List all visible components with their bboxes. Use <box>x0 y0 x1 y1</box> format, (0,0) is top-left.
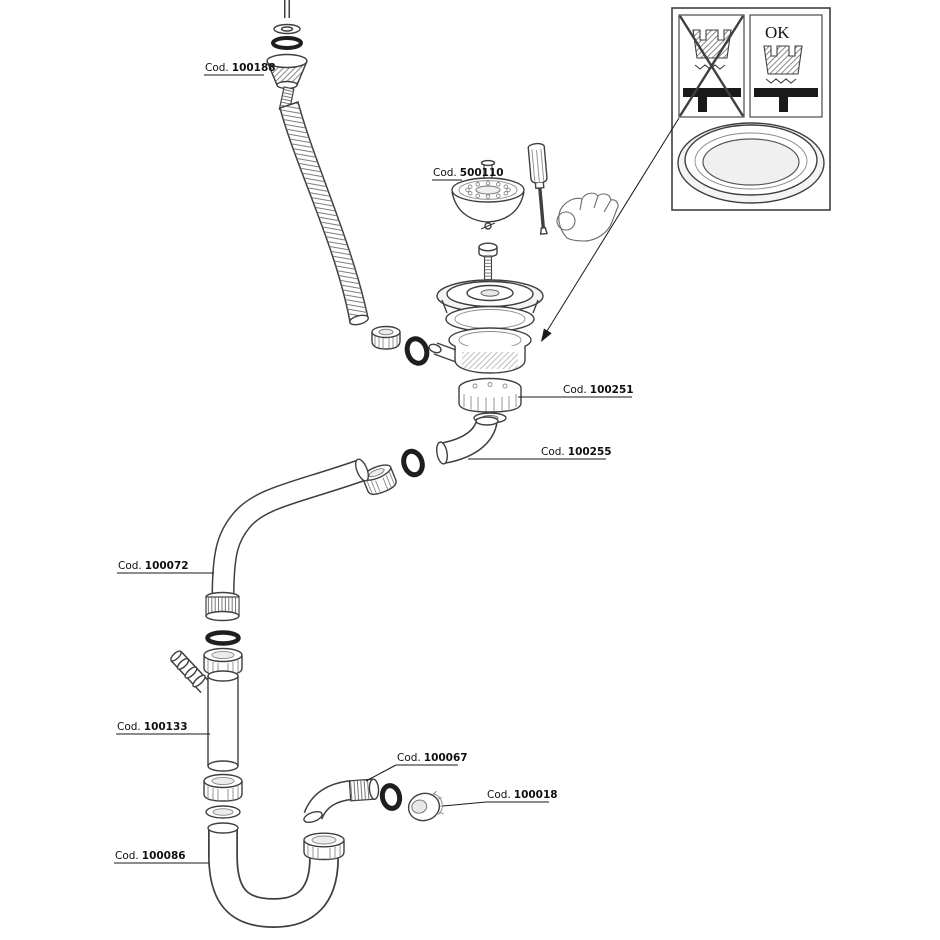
label-cod-100067: Cod.100067 <box>397 752 468 764</box>
part-elbow <box>303 778 380 824</box>
part-coupling-nut <box>407 790 445 822</box>
label-cod-100133: Cod.100133 <box>117 721 188 733</box>
oring-top <box>271 36 303 50</box>
flat-gasket <box>205 805 241 819</box>
gasket-pointer-arrow <box>541 117 680 342</box>
part-inlet-pipe <box>170 650 239 772</box>
label-cod-100072: Cod.100072 <box>118 560 189 572</box>
label-cod-100251: Cod.100251 <box>563 384 634 396</box>
installation-inset: OK <box>671 7 831 211</box>
pipe-union-nut <box>361 464 397 496</box>
ok-install-figure: OK <box>754 23 818 112</box>
inlet-pipe-nut <box>203 647 243 676</box>
part-outlet-pipe <box>436 416 499 465</box>
part-drain-flange-assembly <box>428 279 544 424</box>
leader-100018-diag <box>442 801 487 807</box>
hand-icon <box>556 192 619 242</box>
part-u-bend <box>207 822 345 929</box>
label-cod-100188: Cod.100188 <box>205 62 276 74</box>
ok-label: OK <box>765 23 790 42</box>
part-strainer-basket <box>451 159 525 230</box>
cross-out-icon <box>678 15 745 117</box>
gasket-illustration <box>677 122 825 204</box>
hose-nut <box>371 325 401 350</box>
oring-elbow <box>379 783 403 811</box>
screwdriver-icon <box>527 142 548 235</box>
trap-top-nut <box>203 773 243 802</box>
labels: Cod.100188 Cod.500110 Cod.100251 Cod.100… <box>114 62 634 864</box>
label-cod-100086: Cod.100086 <box>115 850 186 862</box>
label-cod-100255: Cod.100255 <box>541 446 612 458</box>
oring-pipe <box>205 630 241 646</box>
oring-hose <box>404 336 430 366</box>
oring-outlet <box>401 448 425 478</box>
label-cod-500110: Cod.500110 <box>433 167 504 179</box>
label-cod-100018: Cod.100018 <box>487 789 558 801</box>
part-overflow-connector <box>266 0 308 113</box>
overflow-inlet <box>428 343 442 354</box>
trap-inlet-nut <box>303 832 345 861</box>
leader-100067-diag <box>365 764 397 782</box>
part-curved-pipe <box>205 458 370 622</box>
wrong-install-figure <box>678 15 745 117</box>
strainer-holes <box>465 181 511 199</box>
flexible-overflow-hose <box>279 101 369 326</box>
